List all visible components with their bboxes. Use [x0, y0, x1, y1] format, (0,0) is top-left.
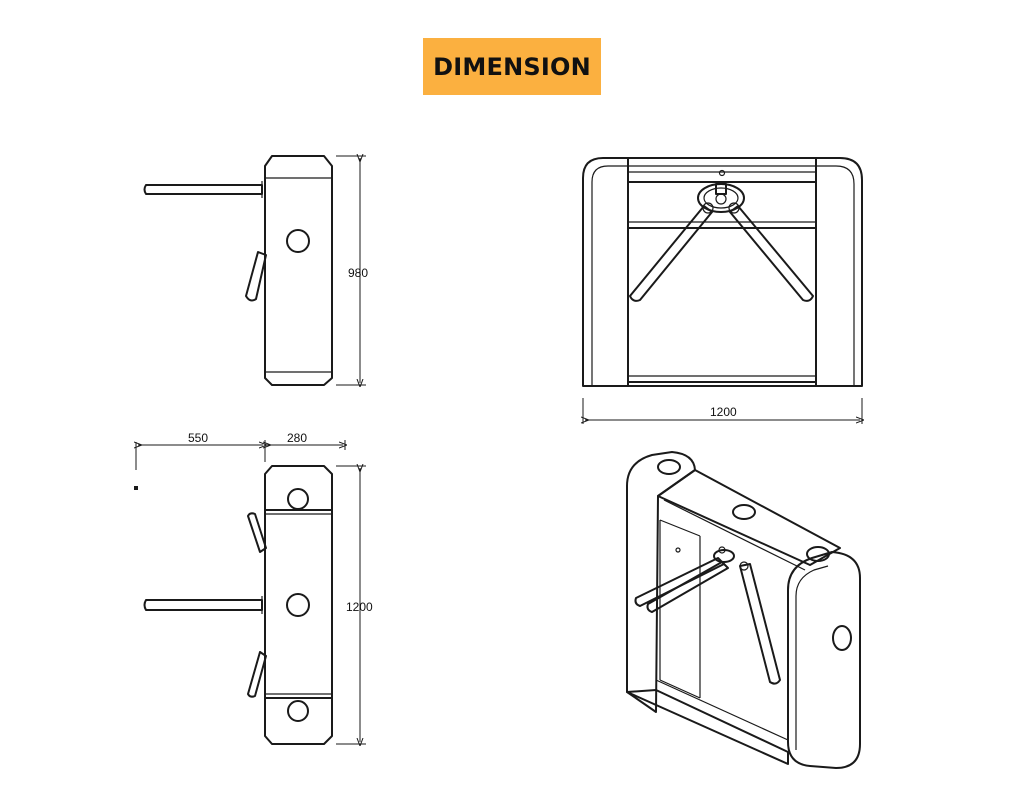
top-view — [143, 465, 333, 745]
dimension-label-550: 550 — [188, 431, 208, 445]
isometric-view — [626, 451, 861, 769]
title-badge: DIMENSION — [423, 38, 601, 95]
dimension-front-width: 1200 — [583, 398, 862, 424]
dimension-label-280: 280 — [287, 431, 307, 445]
dimension-side-height: 980 — [336, 156, 368, 385]
front-view — [582, 157, 863, 387]
dimension-top-widths: 550 280 — [134, 431, 345, 490]
dimension-label-1200-vertical: 1200 — [346, 600, 373, 614]
dimension-label-980: 980 — [348, 266, 368, 280]
dimension-top-length: 1200 — [336, 466, 373, 744]
dimension-label-1200-horizontal: 1200 — [710, 405, 737, 419]
side-view — [143, 155, 333, 386]
